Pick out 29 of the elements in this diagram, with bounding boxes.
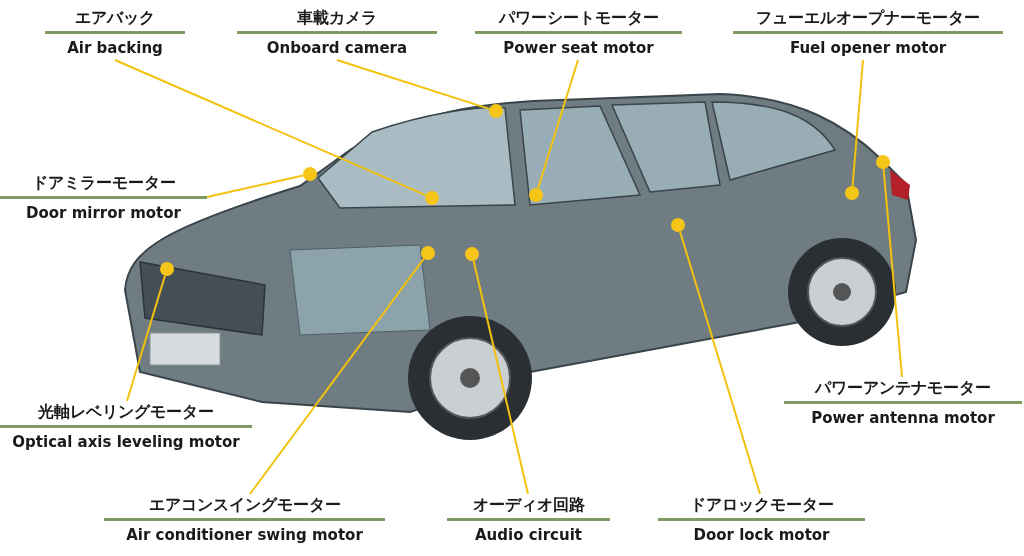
label-japanese: フューエルオープナーモーター [756, 7, 980, 29]
leader-line [851, 59, 864, 187]
label-english: Power antenna motor [811, 408, 995, 429]
leader-line [679, 230, 761, 495]
label-japanese: 車載カメラ [297, 7, 377, 29]
leader-line [114, 59, 427, 197]
label-english: Air backing [67, 38, 163, 59]
label-japanese: ドアロックモーター [689, 494, 834, 516]
leader-line [472, 259, 529, 495]
label-english: Audio circuit [475, 525, 582, 546]
label-english: Fuel opener motor [789, 38, 947, 59]
label-english: Power seat motor [503, 38, 654, 59]
leader-line [206, 174, 305, 198]
label-english: Door lock motor [693, 525, 830, 546]
label-japanese: パワーアンテナモーター [815, 377, 991, 399]
label-japanese: ドアミラーモーター [31, 172, 176, 194]
label-english: Door mirror motor [26, 203, 181, 224]
leader-line [882, 167, 903, 378]
label-japanese: 光軸レベリングモーター [38, 401, 214, 423]
label-english: Onboard camera [266, 38, 408, 59]
label-japanese: パワーシートモーター [498, 7, 659, 29]
leader-line [537, 59, 579, 190]
leader-line [249, 257, 425, 495]
label-japanese: エアコンスイングモーター [148, 494, 341, 516]
label-japanese: オーディオ回路 [472, 494, 585, 516]
label-english: Optical axis leveling motor [12, 432, 240, 453]
leader-line [126, 274, 166, 402]
label-japanese: エアバック [75, 7, 155, 29]
label-english: Air conditioner swing motor [126, 525, 363, 546]
